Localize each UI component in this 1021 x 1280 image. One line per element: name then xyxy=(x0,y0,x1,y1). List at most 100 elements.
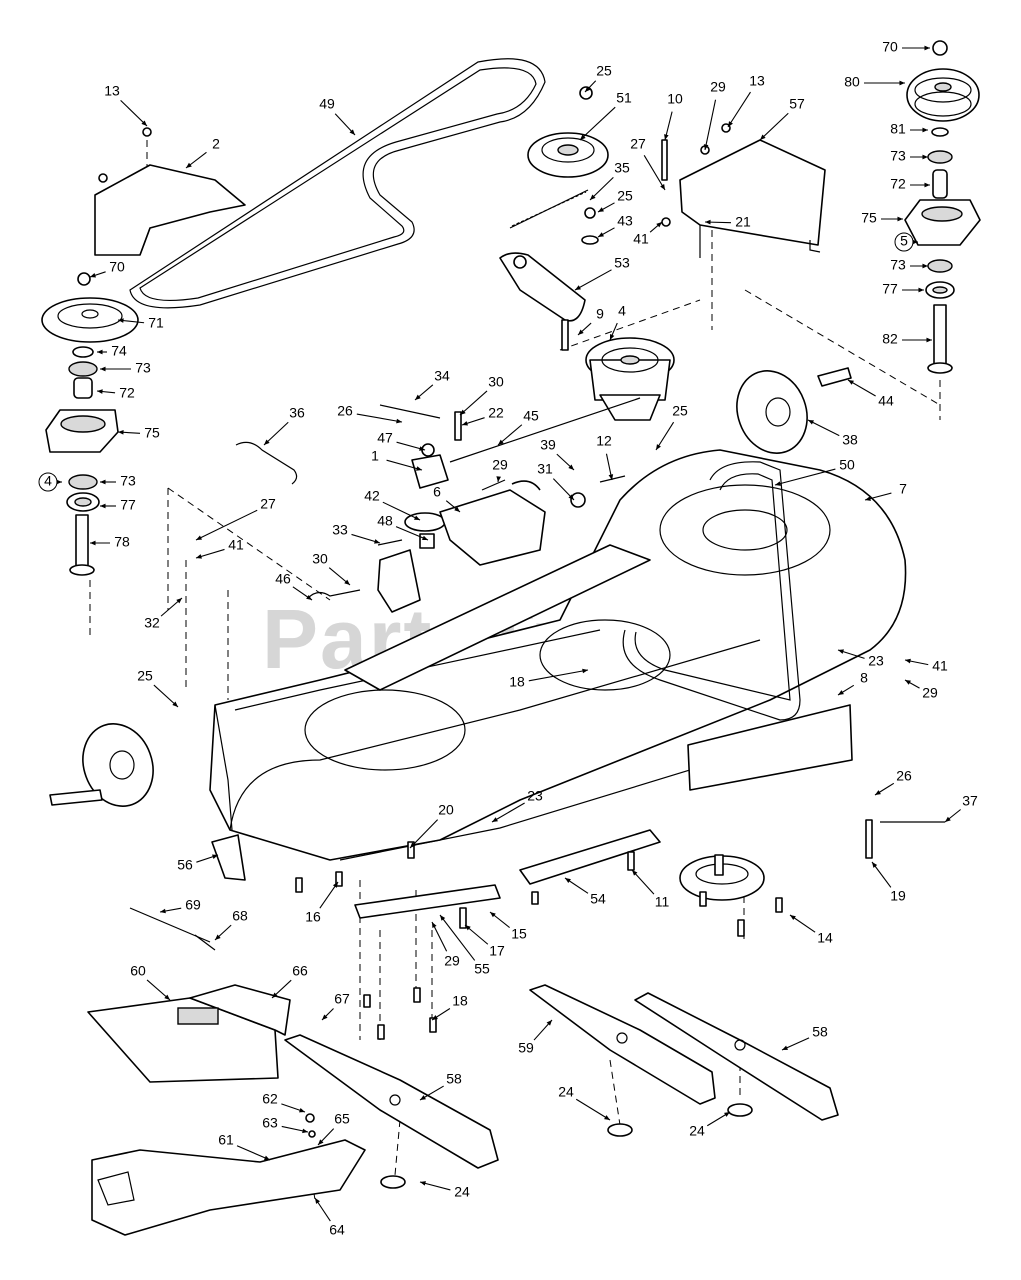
mower-blade-center xyxy=(284,1034,499,1169)
callout-arrowhead xyxy=(100,503,106,509)
callout-number: 17 xyxy=(489,943,505,959)
callout-4: 4 xyxy=(38,472,62,492)
callout-arrowhead xyxy=(496,476,502,482)
callout-number: 62 xyxy=(262,1091,278,1107)
callout-43: 43 xyxy=(597,213,633,238)
callout-arrowhead xyxy=(604,1115,610,1120)
callout-25: 25 xyxy=(597,188,633,213)
callout-arrowhead xyxy=(264,1155,270,1160)
callout-arrowhead xyxy=(705,219,711,225)
callout-number: 29 xyxy=(492,457,508,473)
callout-number: 24 xyxy=(454,1184,470,1200)
callout-leader-line xyxy=(491,802,525,823)
callout-number: 47 xyxy=(377,430,393,446)
callout-81: 81 xyxy=(890,121,928,137)
callout-arrowhead xyxy=(196,554,202,559)
callout-leader-line xyxy=(579,106,616,141)
callout-leader-line xyxy=(528,669,589,682)
callout-arrowhead xyxy=(498,439,504,445)
callout-12: 12 xyxy=(596,433,614,481)
callout-57: 57 xyxy=(759,96,805,141)
callout-arrowhead xyxy=(420,1095,426,1100)
callout-27: 27 xyxy=(630,136,666,191)
callout-number: 56 xyxy=(177,857,193,873)
callout-number: 26 xyxy=(896,768,912,784)
callout-74: 74 xyxy=(97,343,127,359)
callout-number: 81 xyxy=(890,121,906,137)
callout-arrowhead xyxy=(440,915,446,921)
callout-arrowhead xyxy=(590,194,596,200)
callout-number: 48 xyxy=(377,513,393,529)
callout-arrowhead xyxy=(414,515,420,520)
callout-64: 64 xyxy=(314,1197,345,1238)
callout-75: 75 xyxy=(117,425,160,441)
callout-number: 63 xyxy=(262,1115,278,1131)
callout-49: 49 xyxy=(319,96,356,136)
callout-48: 48 xyxy=(377,513,429,541)
callout-number: 72 xyxy=(890,176,906,192)
callout-24: 24 xyxy=(689,1111,731,1139)
callout-number: 77 xyxy=(882,281,898,297)
callout-leader-line xyxy=(459,390,488,416)
callout-arrowhead xyxy=(462,421,468,426)
callout-77: 77 xyxy=(100,497,136,513)
callout-73: 73 xyxy=(890,257,928,273)
callout-arrowhead xyxy=(299,1107,305,1113)
callout-ring xyxy=(894,232,914,252)
callout-number: 29 xyxy=(710,79,726,95)
callout-number: 73 xyxy=(890,148,906,164)
callout-62: 62 xyxy=(262,1091,306,1113)
callout-55: 55 xyxy=(439,914,490,977)
left-spindle-assembly xyxy=(41,272,139,576)
callout-6: 6 xyxy=(433,484,461,513)
callout-arrowhead xyxy=(492,817,498,822)
callout-46: 46 xyxy=(275,571,313,601)
callout-number: 18 xyxy=(452,993,468,1009)
callout-arrowhead xyxy=(922,263,928,269)
gauge-wheel-left xyxy=(49,723,154,807)
callout-number: 45 xyxy=(523,408,539,424)
callout-arrowhead xyxy=(575,285,581,290)
right-spindle-assembly xyxy=(904,40,981,374)
callout-56: 56 xyxy=(177,854,219,873)
callout-arrowhead xyxy=(905,680,911,685)
callout-number: 46 xyxy=(275,571,291,587)
callout-61: 61 xyxy=(218,1132,271,1161)
callout-11: 11 xyxy=(631,869,669,910)
idler-pulley-upper xyxy=(527,86,609,178)
callout-number: 74 xyxy=(111,343,127,359)
callout-arrowhead xyxy=(782,1045,788,1050)
callout-arrowhead xyxy=(410,842,416,848)
callout-70: 70 xyxy=(89,259,125,278)
callout-arrowhead xyxy=(432,922,437,928)
callout-66: 66 xyxy=(271,963,308,999)
callout-arrowhead xyxy=(419,446,425,451)
callout-arrowhead xyxy=(585,86,591,92)
callout-number: 30 xyxy=(488,374,504,390)
callout-number: 21 xyxy=(735,214,751,230)
callout-77: 77 xyxy=(882,281,924,297)
callout-36: 36 xyxy=(263,405,305,446)
callout-10: 10 xyxy=(664,91,683,141)
callout-arrowhead xyxy=(632,870,638,876)
callout-72: 72 xyxy=(96,385,135,401)
callout-number: 42 xyxy=(364,488,380,504)
callout-number: 30 xyxy=(312,551,328,567)
callout-arrowhead xyxy=(924,182,930,188)
callout-arrowhead xyxy=(922,154,928,160)
callout-38: 38 xyxy=(807,419,858,448)
callout-arrowhead xyxy=(141,120,147,126)
callout-arrowhead xyxy=(315,1198,321,1204)
callout-number: 31 xyxy=(537,461,553,477)
callout-arrowhead xyxy=(808,420,814,425)
callout-29: 29 xyxy=(492,457,508,483)
callout-29: 29 xyxy=(431,921,460,969)
callout-arrowhead xyxy=(97,389,103,394)
mower-blade-left-of-pair xyxy=(529,984,716,1105)
callout-13: 13 xyxy=(104,83,148,127)
callout-arrowhead xyxy=(724,1112,730,1117)
callout-arrowhead xyxy=(465,925,471,931)
callout-number: 15 xyxy=(511,926,527,942)
callout-45: 45 xyxy=(497,408,539,446)
